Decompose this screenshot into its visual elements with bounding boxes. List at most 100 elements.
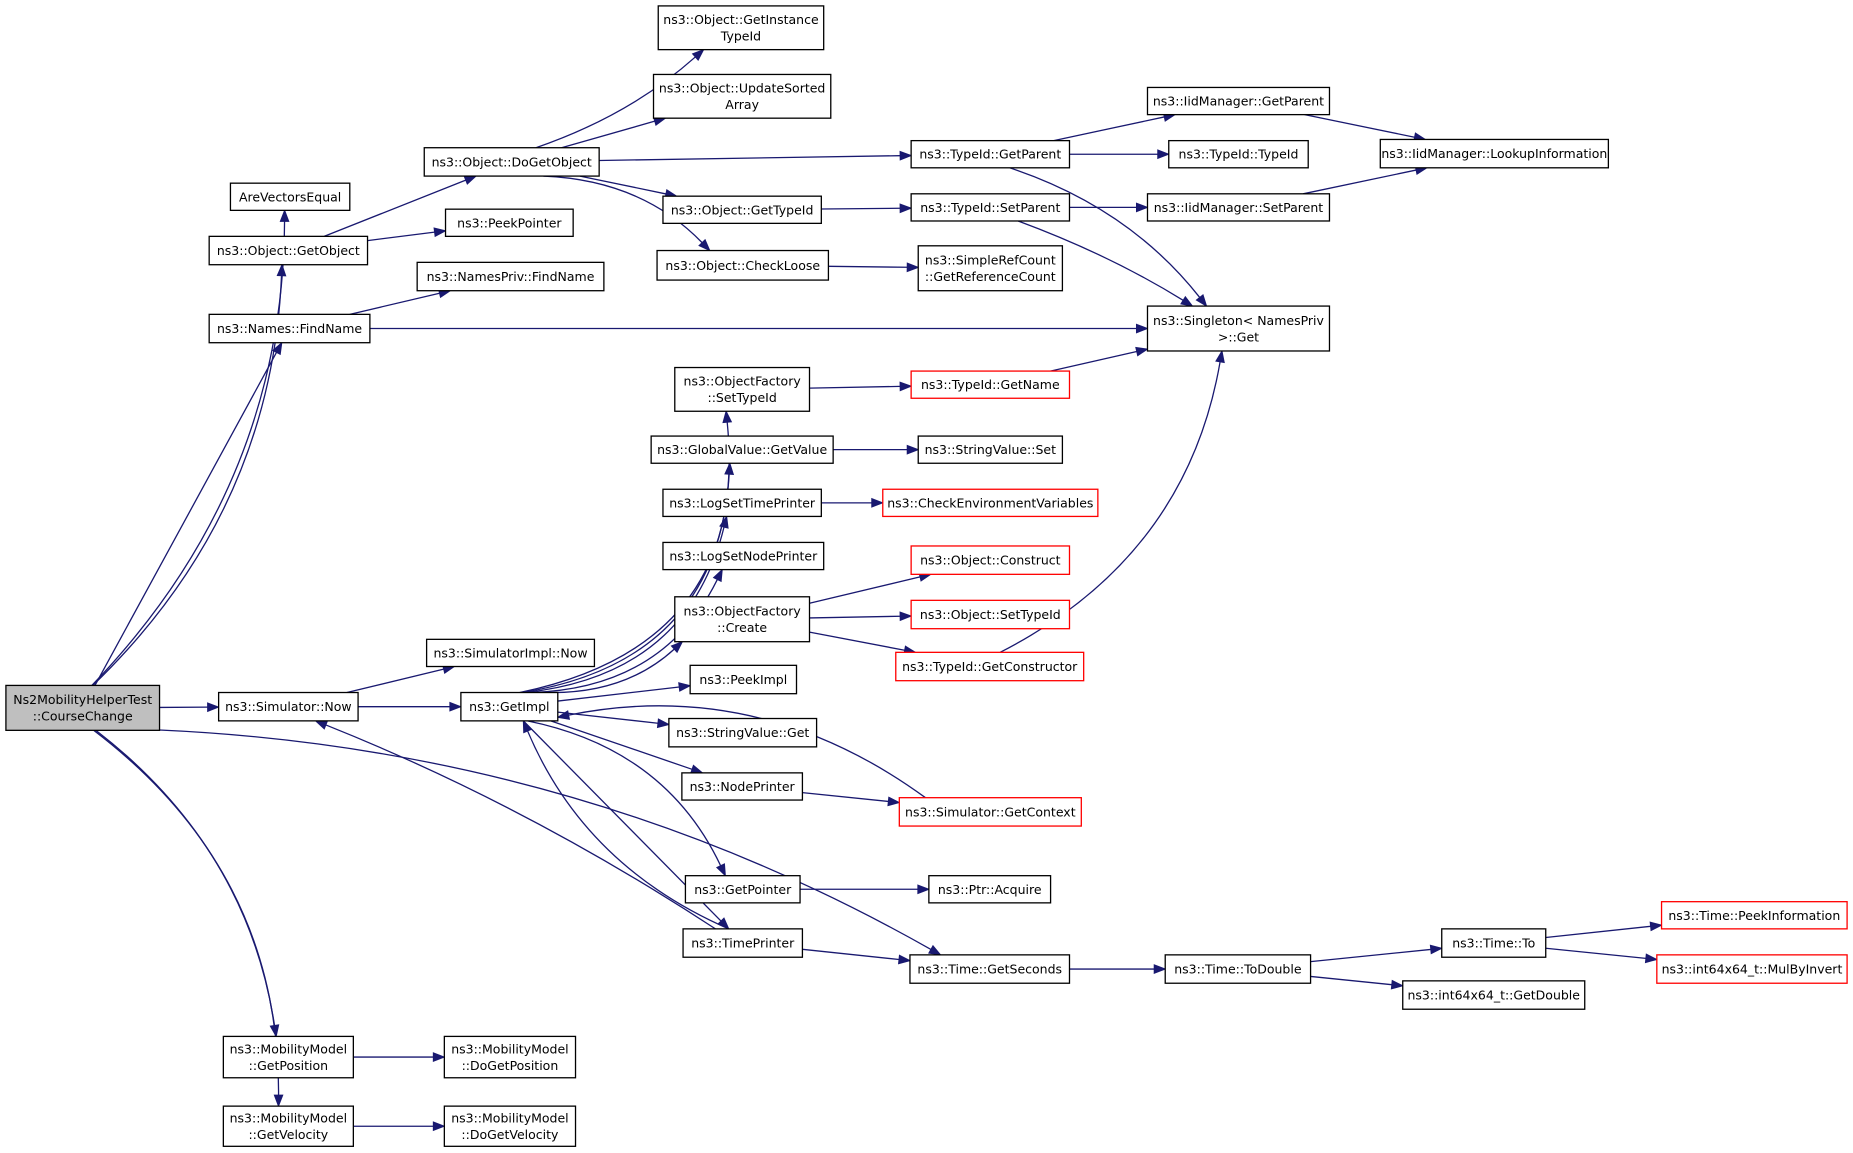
- node-mmdogetvel[interactable]: ns3::MobilityModel::DoGetVelocity: [443, 1105, 577, 1147]
- node-box: [656, 249, 830, 281]
- edge-simnow-to-simimplnow: [346, 664, 456, 694]
- node-label: ns3::LogSetNodePrinter: [669, 549, 818, 564]
- edge-arrowhead: [1429, 944, 1444, 955]
- node-mmgetpos[interactable]: ns3::MobilityModel::GetPosition: [222, 1035, 354, 1079]
- node-tidgetctor[interactable]: ns3::TypeId::GetConstructor: [895, 651, 1085, 682]
- node-gvgetvalue[interactable]: ns3::GlobalValue::GetValue: [650, 435, 834, 464]
- node-simnow[interactable]: ns3::Simulator::Now: [217, 691, 359, 722]
- edge-tidgetparent-to-singletonget: [1009, 167, 1208, 308]
- node-logsettime[interactable]: ns3::LogSetTimePrinter: [662, 488, 822, 518]
- edge-arrowhead: [207, 702, 221, 713]
- node-ofsettypeid[interactable]: ns3::ObjectFactory::SetTypeId: [674, 366, 811, 412]
- node-getobject[interactable]: ns3::Object::GetObject: [208, 235, 369, 266]
- edge-line: [550, 720, 693, 770]
- node-getimpl[interactable]: ns3::GetImpl: [460, 691, 559, 722]
- node-ptracquire[interactable]: ns3::Ptr::Acquire: [928, 875, 1052, 904]
- edge-line: [535, 56, 696, 149]
- node-timepeek[interactable]: ns3::Time::PeekInformation: [1660, 901, 1848, 930]
- edge-arrowhead: [522, 719, 533, 734]
- node-arevec[interactable]: AreVectorsEqual: [229, 182, 351, 212]
- node-i64mulbyinv[interactable]: ns3::int64x64_t::MulByInvert: [1656, 954, 1848, 984]
- node-timeprinter[interactable]: ns3::TimePrinter: [682, 928, 804, 958]
- node-box: [657, 5, 825, 51]
- node-timetodouble[interactable]: ns3::Time::ToDouble: [1164, 954, 1312, 984]
- edge-arrowhead: [1135, 346, 1149, 357]
- edge-arrowhead: [276, 263, 287, 277]
- edge-mmgetvel-to-mmdogetvel: [353, 1121, 446, 1132]
- node-mmdogetpos[interactable]: ns3::MobilityModel::DoGetPosition: [443, 1035, 577, 1079]
- node-root[interactable]: Ns2MobilityHelperTest::CourseChange: [5, 684, 161, 731]
- node-checkenv[interactable]: ns3::CheckEnvironmentVariables: [882, 488, 1099, 518]
- node-iidsetparent[interactable]: ns3::IidManager::SetParent: [1146, 193, 1331, 222]
- edge-arrowhead: [556, 710, 571, 720]
- node-label: ns3::SimpleRefCount: [925, 253, 1056, 268]
- node-label: ns3::TypeId::TypeId: [1179, 147, 1299, 162]
- edge-timetodouble-to-i64getdouble: [1310, 975, 1405, 990]
- node-box: [443, 1105, 577, 1147]
- node-i64getdouble[interactable]: ns3::int64x64_t::GetDouble: [1402, 980, 1586, 1010]
- node-label: ns3::int64x64_t::MulByInvert: [1662, 962, 1843, 977]
- node-box: [222, 1105, 354, 1147]
- node-objconstruct[interactable]: ns3::Object::Construct: [910, 545, 1071, 575]
- node-namesfind[interactable]: ns3::Names::FindName: [208, 313, 371, 344]
- edge-ofcreate-to-objconstruct: [809, 572, 933, 604]
- node-label: ns3::Time::ToDouble: [1174, 962, 1302, 977]
- node-box: [1146, 305, 1331, 352]
- node-label: ns3::Object::SetTypeId: [920, 607, 1061, 622]
- node-srcgetref[interactable]: ns3::SimpleRefCount::GetReferenceCount: [917, 245, 1064, 292]
- edge-line: [579, 175, 667, 195]
- node-timeto[interactable]: ns3::Time::To: [1441, 928, 1547, 958]
- node-label: ns3::CheckEnvironmentVariables: [887, 495, 1093, 510]
- node-tidgetname[interactable]: ns3::TypeId::GetName: [910, 370, 1071, 399]
- node-label: ns3::ObjectFactory: [684, 374, 802, 389]
- node-namesprivfind[interactable]: ns3::NamesPriv::FindName: [416, 261, 605, 292]
- edge-arrowhead: [1390, 979, 1405, 990]
- edge-arrowhead: [906, 444, 920, 455]
- edge-line: [1303, 169, 1417, 195]
- node-box: [460, 691, 559, 722]
- edge-timeto-to-timepeek: [1545, 921, 1663, 939]
- node-simimplnow[interactable]: ns3::SimulatorImpl::Now: [425, 638, 596, 668]
- node-mmgetvel[interactable]: ns3::MobilityModel::GetVelocity: [222, 1105, 354, 1147]
- node-logsetnode[interactable]: ns3::LogSetNodePrinter: [662, 541, 825, 571]
- node-svset[interactable]: ns3::StringValue::Set: [917, 435, 1064, 464]
- node-nodeprinter[interactable]: ns3::NodePrinter: [681, 772, 804, 801]
- node-objgettypeid[interactable]: ns3::Object::GetTypeId: [662, 195, 822, 225]
- node-box: [662, 195, 822, 225]
- node-label: ns3::StringValue::Set: [925, 442, 1056, 457]
- edge-dogetobject-to-objgettypeid: [579, 175, 679, 199]
- node-iidgetparent[interactable]: ns3::IidManager::GetParent: [1146, 86, 1331, 116]
- node-dogetobject[interactable]: ns3::Object::DoGetObject: [423, 147, 600, 177]
- node-box: [1146, 193, 1331, 222]
- node-iidlookup[interactable]: ns3::IidManager::LookupInformation: [1379, 138, 1610, 169]
- node-tidsetparent[interactable]: ns3::TypeId::SetParent: [910, 193, 1071, 222]
- node-box: [917, 435, 1064, 464]
- node-timegetsec[interactable]: ns3::Time::GetSeconds: [909, 954, 1071, 984]
- node-peekpointer[interactable]: ns3::PeekPointer: [444, 208, 574, 238]
- node-label: ::GetReferenceCount: [925, 269, 1056, 284]
- node-objsettypeid[interactable]: ns3::Object::SetTypeId: [910, 599, 1071, 630]
- node-singletonget[interactable]: ns3::Singleton< NamesPriv >::Get: [1146, 305, 1331, 352]
- node-label: ns3::SimulatorImpl::Now: [433, 645, 587, 660]
- node-ofcreate[interactable]: ns3::ObjectFactory::Create: [674, 596, 811, 643]
- edge-line: [557, 686, 680, 702]
- node-svget[interactable]: ns3::StringValue::Get: [668, 717, 818, 748]
- node-getpointer[interactable]: ns3::GetPointer: [684, 875, 801, 904]
- node-box: [682, 928, 804, 958]
- node-checkloose[interactable]: ns3::Object::CheckLoose: [656, 249, 830, 281]
- edge-line: [94, 352, 278, 686]
- node-simgetctx[interactable]: ns3::Simulator::GetContext: [898, 797, 1082, 827]
- node-label: ::DoGetVelocity: [461, 1127, 559, 1142]
- edge-ofcreate-to-tidgetctor: [809, 631, 917, 656]
- edge-timeprinter-to-getimpl: [522, 719, 729, 930]
- node-box: [444, 208, 574, 238]
- edge-simgetctx-to-getimpl: [556, 705, 926, 799]
- node-tidgetparent[interactable]: ns3::TypeId::GetParent: [910, 139, 1071, 169]
- node-peekimpl[interactable]: ns3::PeekImpl: [689, 664, 798, 695]
- node-box: [416, 261, 605, 292]
- node-tidtypeid[interactable]: ns3::TypeId::TypeId: [1168, 139, 1309, 169]
- node-label: ns3::GlobalValue::GetValue: [657, 442, 827, 457]
- node-label: Ns2MobilityHelperTest: [13, 692, 152, 707]
